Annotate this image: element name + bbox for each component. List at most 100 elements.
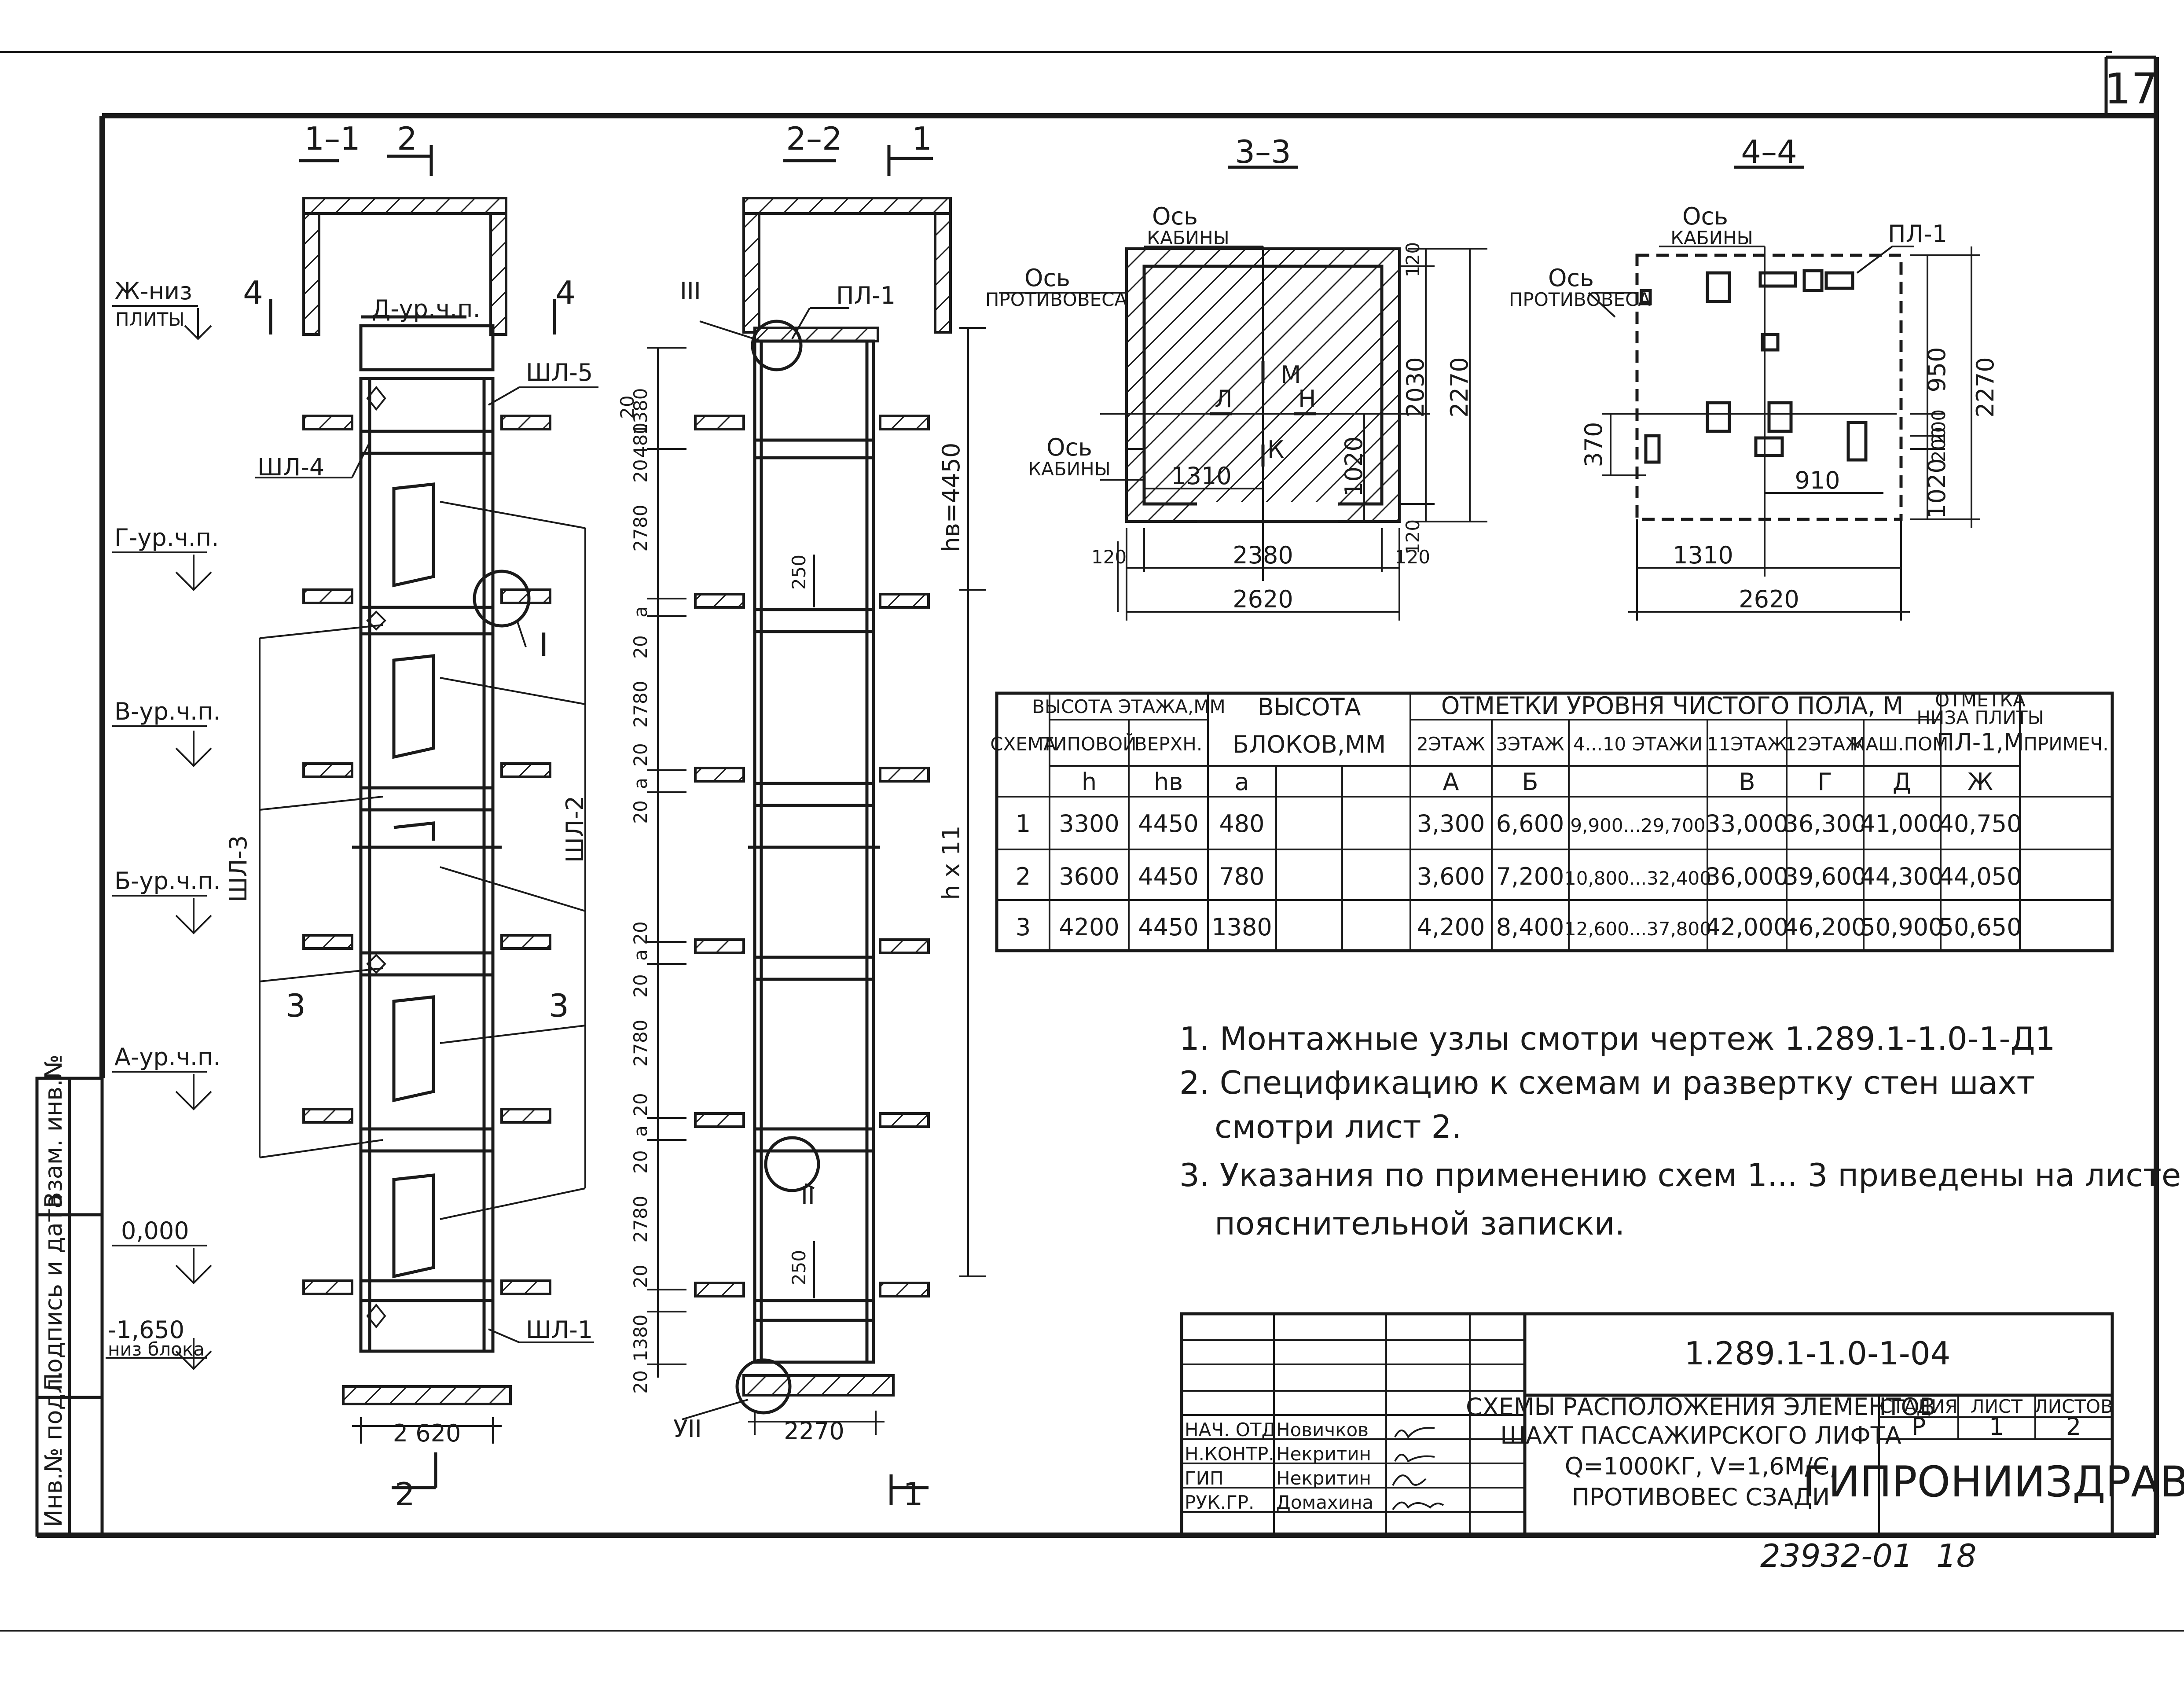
tb-h-sheet: ЛИСТ	[1971, 1396, 2022, 1417]
th-sym-A: А	[1443, 768, 1459, 796]
dim-a-3: a	[630, 949, 651, 961]
level-low-sub: низ блока	[108, 1338, 205, 1360]
dim-20-e: 20	[630, 800, 651, 823]
th-sym-Zh: Ж	[1967, 768, 1993, 796]
shl4-label: ШЛ-4	[257, 453, 324, 481]
plan44-dim-370: 370	[1580, 422, 1608, 467]
dim-a-1: a	[630, 606, 651, 617]
shl1-label: ШЛ-1	[526, 1316, 593, 1344]
th-scheme: СХЕМА	[990, 733, 1056, 755]
plan33-axis-cabin2-sub: КАБИНЫ	[1028, 458, 1110, 480]
dim-2780-4: 2780	[630, 1196, 651, 1243]
table-cell-r2-c6: 7,200	[1496, 863, 1564, 890]
tb-h-stage: СТАДИЯ	[1879, 1396, 1957, 1417]
stamp-replace: Взам. инв.№	[40, 1055, 67, 1208]
table-cell-r2-c2: 3600	[1059, 863, 1119, 890]
side-stamp	[35, 1077, 104, 1537]
plan33-axis-cabin: Ось	[1152, 202, 1198, 230]
plan33-dim-1310: 1310	[1171, 462, 1231, 490]
dim-hb: hв=4450	[937, 443, 965, 552]
level-d-label: Д-ур.ч.п.	[372, 295, 481, 323]
section-mark-1-top: 1	[912, 120, 932, 157]
th-sym-V: В	[1739, 768, 1755, 796]
th-mash: МАШ.ПОМ.	[1850, 733, 1954, 755]
note-2: 2. Спецификацию к схемам и развертку сте…	[1179, 1064, 2035, 1101]
table-cell-r1-c5: 3,300	[1417, 810, 1485, 838]
dim-2780-2: 2780	[630, 681, 651, 728]
section-1-1	[255, 145, 598, 1489]
shl2-label: ШЛ-2	[561, 796, 589, 863]
plan33-axis-cabin-sub: КАБИНЫ	[1147, 227, 1229, 249]
table-cell-r1-c6: 6,600	[1496, 810, 1564, 838]
dim-hx11: h x 11	[937, 825, 965, 900]
table-cell-r2-c3: 4450	[1138, 863, 1198, 890]
plan44-dim-200-b: 200	[1928, 427, 1949, 462]
plan44-dim-2620: 2620	[1739, 585, 1799, 613]
section-mark-4-right: 4	[555, 274, 576, 311]
plan33-dir-n: Н	[1298, 385, 1316, 413]
plan33-axis-cabin2: Ось	[1046, 434, 1092, 461]
level-zero: 0,000	[121, 1217, 189, 1245]
plan44-dim-2270: 2270	[1971, 357, 1999, 417]
level-b: Б-ур.ч.п.	[114, 867, 220, 895]
table-cell-r3-c3: 4450	[1138, 913, 1198, 941]
plan33-dim-120-r: 120	[1395, 546, 1430, 568]
table-cell-r3-c2: 4200	[1059, 913, 1119, 941]
th-pl1: ПЛ-1,М	[1937, 728, 2024, 756]
archive-number: 23932-01	[1760, 1537, 1913, 1574]
note-1: 1. Монтажные узлы смотри чертеж 1.289.1-…	[1179, 1020, 2055, 1057]
title-block-grid	[1180, 1312, 2114, 1537]
plan44-dim-910: 910	[1795, 467, 1840, 494]
tb-h-sheets: ЛИСТОВ	[2034, 1396, 2113, 1417]
staff-role-0: НАЧ. ОТД.	[1185, 1419, 1282, 1441]
plan44-dim-1310: 1310	[1673, 541, 1733, 569]
note-3-cont: пояснительной записки.	[1215, 1205, 1625, 1242]
plan33-axis-cw-sub: ПРОТИВОВЕСА	[985, 289, 1127, 310]
table-cell-r3-c1: 3	[1016, 913, 1031, 941]
node-3-label: III	[680, 277, 701, 305]
th-slab: ОТМЕТКА	[1935, 689, 2026, 711]
plan33-dim-2620: 2620	[1233, 585, 1293, 613]
dim-250-bottom: 250	[788, 1250, 810, 1285]
table-cell-r3-c11: 50,650	[1939, 913, 2022, 941]
stamp-inv: Инв.№ подл.	[40, 1371, 67, 1527]
dim-20-b: 20	[630, 459, 651, 482]
dim-2780-1: 2780	[630, 505, 651, 552]
th-sym-h: h	[1082, 768, 1097, 796]
dim-20-f: 20	[630, 921, 651, 945]
drawing-code: 1.289.1-1.0-1-04	[1685, 1335, 1951, 1372]
section-2-2	[647, 145, 986, 1505]
pl1-label-plan: ПЛ-1	[1888, 220, 1947, 248]
plan33-dir-k: К	[1267, 436, 1284, 463]
table-cell-r3-c9: 46,200	[1784, 913, 1867, 941]
signatures	[1392, 1427, 1444, 1511]
table-cell-r2-c11: 44,050	[1939, 863, 2022, 890]
th-marks: ОТМЕТКИ УРОВНЯ ЧИСТОГО ПОЛА, М	[1441, 692, 1903, 720]
table-cell-r1-c11: 40,750	[1939, 810, 2022, 838]
plan33-dim-2030: 2030	[1402, 357, 1429, 417]
th-sym-B: Б	[1522, 768, 1538, 796]
section-4-4-title: 4–4	[1741, 133, 1797, 170]
plan44-axis-cw: Ось	[1548, 264, 1594, 292]
plan33-dir-m: М	[1281, 361, 1301, 389]
dim-2270: 2270	[784, 1417, 844, 1445]
table-cell-r2-c7: 10,800...32,400	[1564, 867, 1711, 889]
section-3-3-title: 3–3	[1235, 133, 1291, 170]
plan33-dim-2270: 2270	[1446, 357, 1473, 417]
plan44-dim-1020: 1020	[1923, 458, 1951, 518]
tb-stage: Р	[1912, 1413, 1926, 1441]
plan44-dim-950: 950	[1923, 347, 1951, 392]
plan33-dim-120-l: 120	[1091, 546, 1127, 568]
dim-20-h: 20	[630, 1093, 651, 1116]
pl1-label-section: ПЛ-1	[836, 282, 896, 309]
plan44-axis-cw-sub: ПРОТИВОВЕСА	[1509, 289, 1651, 310]
plan33-dim-2380: 2380	[1233, 541, 1293, 569]
tb-org: ГИПРОНИИЗДРАВ	[1802, 1457, 2184, 1507]
table-cell-r3-c10: 50,900	[1861, 913, 1944, 941]
th-slab2: НИЗА ПЛИТЫ	[1916, 707, 2044, 728]
table-cell-r1-c8: 33,000	[1706, 810, 1789, 838]
dim-1380-bottom: 1380	[630, 1315, 651, 1362]
node-2-label: II	[801, 1182, 815, 1209]
dim-20-top: 20	[617, 395, 638, 419]
